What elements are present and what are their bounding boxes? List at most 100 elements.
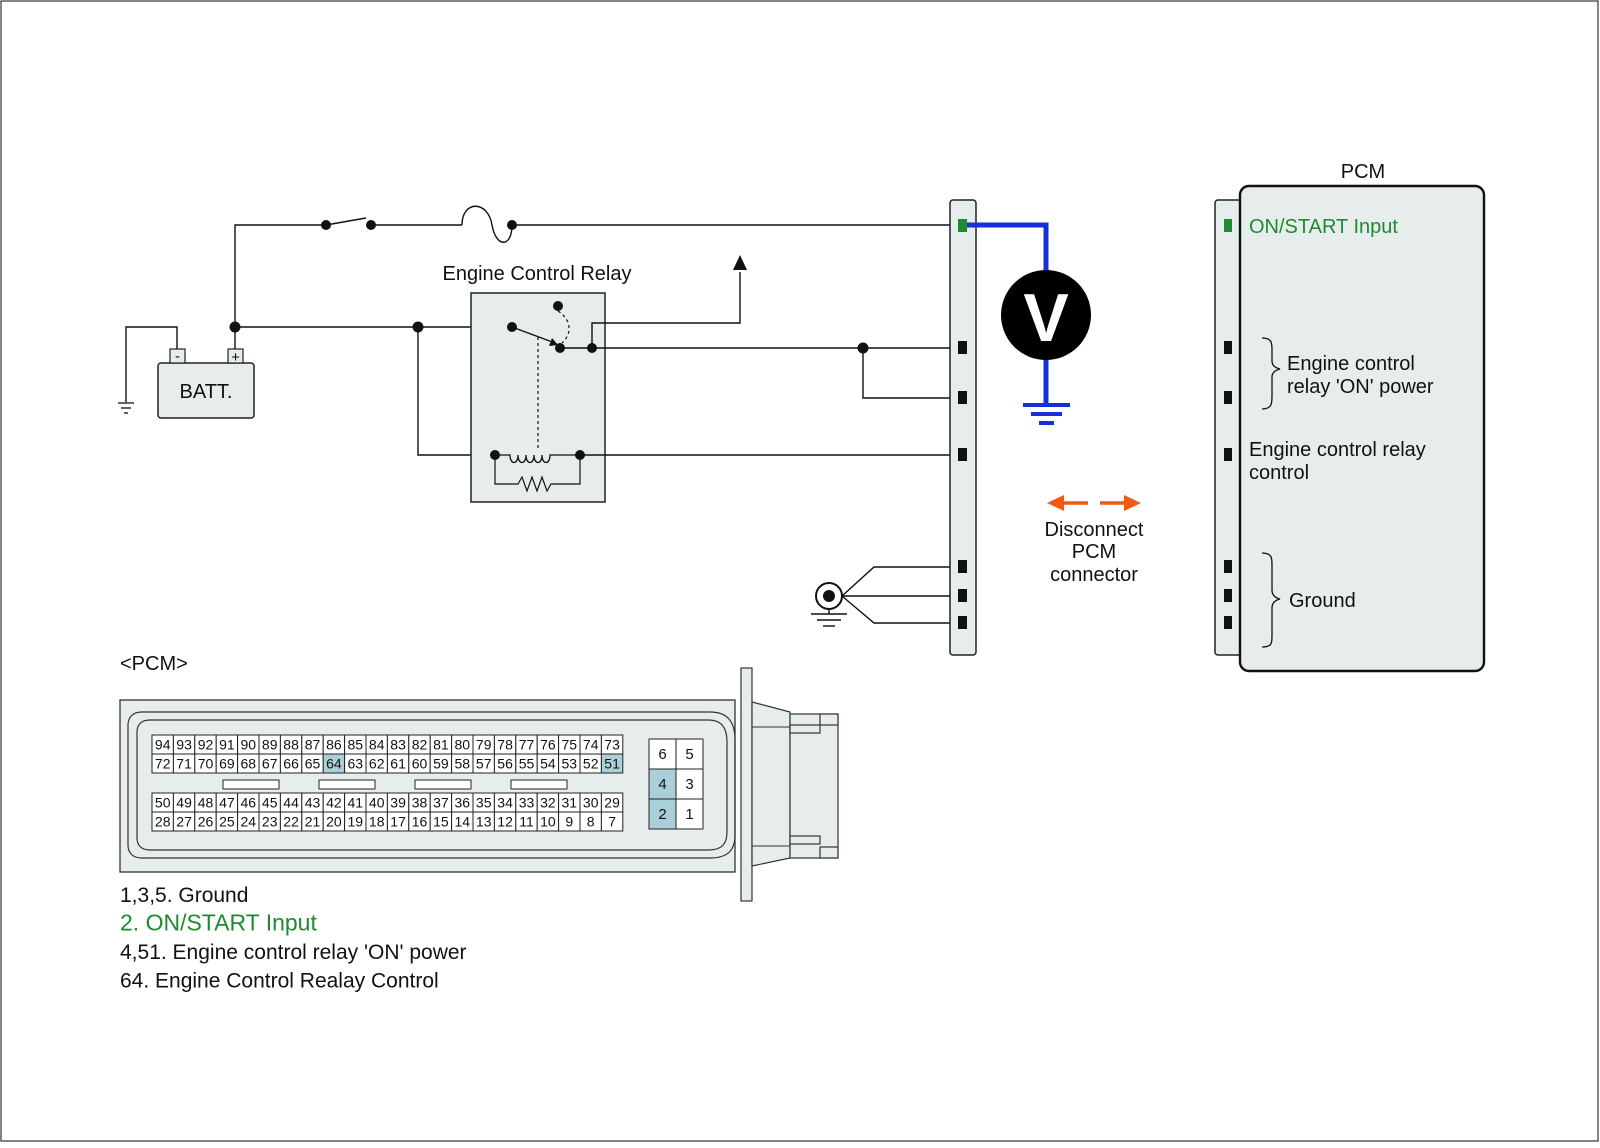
pin-number: 74 (583, 737, 599, 753)
voltmeter-positive-lead (967, 222, 1049, 280)
pin-number: 56 (497, 756, 513, 772)
pin-ground-c (958, 616, 967, 629)
pin-number: 71 (176, 756, 192, 772)
voltmeter-ground-icon (1023, 403, 1070, 425)
relay-title: Engine Control Relay (443, 263, 632, 285)
pin-relay-on-power-b (958, 391, 967, 404)
pin-number: 51 (604, 756, 620, 772)
pin-number: 33 (519, 795, 535, 811)
pcm-pin-ground-c (1224, 616, 1232, 629)
pin-number: 61 (390, 756, 406, 772)
pin-number: 29 (604, 795, 620, 811)
disconnect-arrows-icon (1047, 495, 1141, 511)
pin-number: 58 (455, 756, 471, 772)
small-pin-number: 5 (685, 746, 693, 763)
pin-number: 52 (583, 756, 599, 772)
pin-number: 11 (519, 814, 534, 830)
pin-number: 7 (608, 814, 616, 830)
connector-latches (222, 779, 568, 790)
pin-number: 15 (433, 814, 449, 830)
relay-output-wire (591, 272, 741, 348)
small-pin-number: 4 (658, 776, 666, 793)
relay-coil-feed-wire (417, 327, 495, 456)
pin-number: 47 (219, 795, 235, 811)
relay-on-power-wire-2 (862, 348, 953, 399)
pin-number: 73 (604, 737, 620, 753)
small-pin-number: 3 (685, 776, 693, 793)
brace-ground (1261, 552, 1281, 648)
small-pin-cell (648, 768, 677, 800)
pin-number: 91 (219, 737, 235, 753)
ground-symbol-battery (118, 402, 134, 414)
pcm-pin-relay-control (1224, 448, 1232, 461)
up-arrow-icon (733, 255, 747, 270)
battery-negative-wire (125, 326, 178, 402)
pin-number: 70 (198, 756, 214, 772)
chassis-ground-icon (811, 582, 847, 627)
disconnect-label-line2: PCM (1072, 541, 1116, 563)
pin-number: 16 (412, 814, 428, 830)
pin-number: 10 (540, 814, 556, 830)
pin-number: 21 (305, 814, 321, 830)
small-pin-cell (675, 768, 704, 800)
pcm-label-ground: Ground (1289, 590, 1356, 612)
small-pin-number: 2 (658, 806, 666, 823)
battery-minus-sign: - (175, 348, 180, 365)
pin-number: 64 (326, 756, 342, 772)
disconnect-label-line1: Disconnect (1045, 519, 1144, 541)
pin-number: 94 (155, 737, 171, 753)
pin-number: 31 (562, 795, 578, 811)
pin-number: 48 (198, 795, 214, 811)
pin-number: 8 (587, 814, 595, 830)
pin-number: 69 (219, 756, 235, 772)
pcm-label-relay-power-line1: Engine control (1287, 353, 1415, 375)
small-pin-number: 1 (685, 806, 693, 823)
disconnect-label-line3: connector (1050, 564, 1138, 586)
small-pin-cell (648, 798, 677, 830)
pin-number: 42 (326, 795, 342, 811)
pin-number: 57 (476, 756, 492, 772)
pin-cell (600, 753, 624, 774)
pin-number: 40 (369, 795, 385, 811)
pin-number: 90 (241, 737, 257, 753)
pin-number: 92 (198, 737, 214, 753)
voltmeter-label: V (1023, 280, 1068, 356)
ground-wire-1 (841, 566, 953, 597)
pin-number: 62 (369, 756, 385, 772)
pin-number: 54 (540, 756, 556, 772)
battery-label: BATT. (180, 381, 233, 403)
pin-number: 14 (455, 814, 471, 830)
pin-relay-on-power-a (958, 341, 967, 354)
pin-number: 86 (326, 737, 342, 753)
relay-coil-icon (495, 454, 580, 464)
legend-item: 1,3,5. Ground (120, 884, 248, 907)
pin-number: 19 (348, 814, 364, 830)
pcm-label-relay-power-line2: relay 'ON' power (1287, 376, 1434, 398)
pin-on-start (958, 219, 967, 232)
legend-item: 64. Engine Control Realay Control (120, 970, 439, 993)
pin-number: 49 (176, 795, 192, 811)
pcm-label-relay-control-line2: control (1249, 462, 1309, 484)
pin-number: 65 (305, 756, 321, 772)
pin-number: 22 (283, 814, 299, 830)
ground-wire-3 (841, 595, 953, 624)
pin-number: 20 (326, 814, 342, 830)
pin-number: 59 (433, 756, 449, 772)
connector-title: <PCM> (120, 653, 188, 675)
pin-number: 23 (262, 814, 278, 830)
pin-number: 88 (283, 737, 299, 753)
pcm-pin-on-start (1224, 219, 1232, 232)
pin-number: 30 (583, 795, 599, 811)
pin-number: 12 (497, 814, 513, 830)
pin-number: 53 (562, 756, 578, 772)
pin-number: 27 (176, 814, 192, 830)
pin-number: 38 (412, 795, 428, 811)
pin-number: 44 (283, 795, 299, 811)
pcm-pin-relay-power-a (1224, 341, 1232, 354)
pin-ground-b (958, 589, 967, 602)
pin-number: 78 (497, 737, 513, 753)
pin-number: 36 (455, 795, 471, 811)
